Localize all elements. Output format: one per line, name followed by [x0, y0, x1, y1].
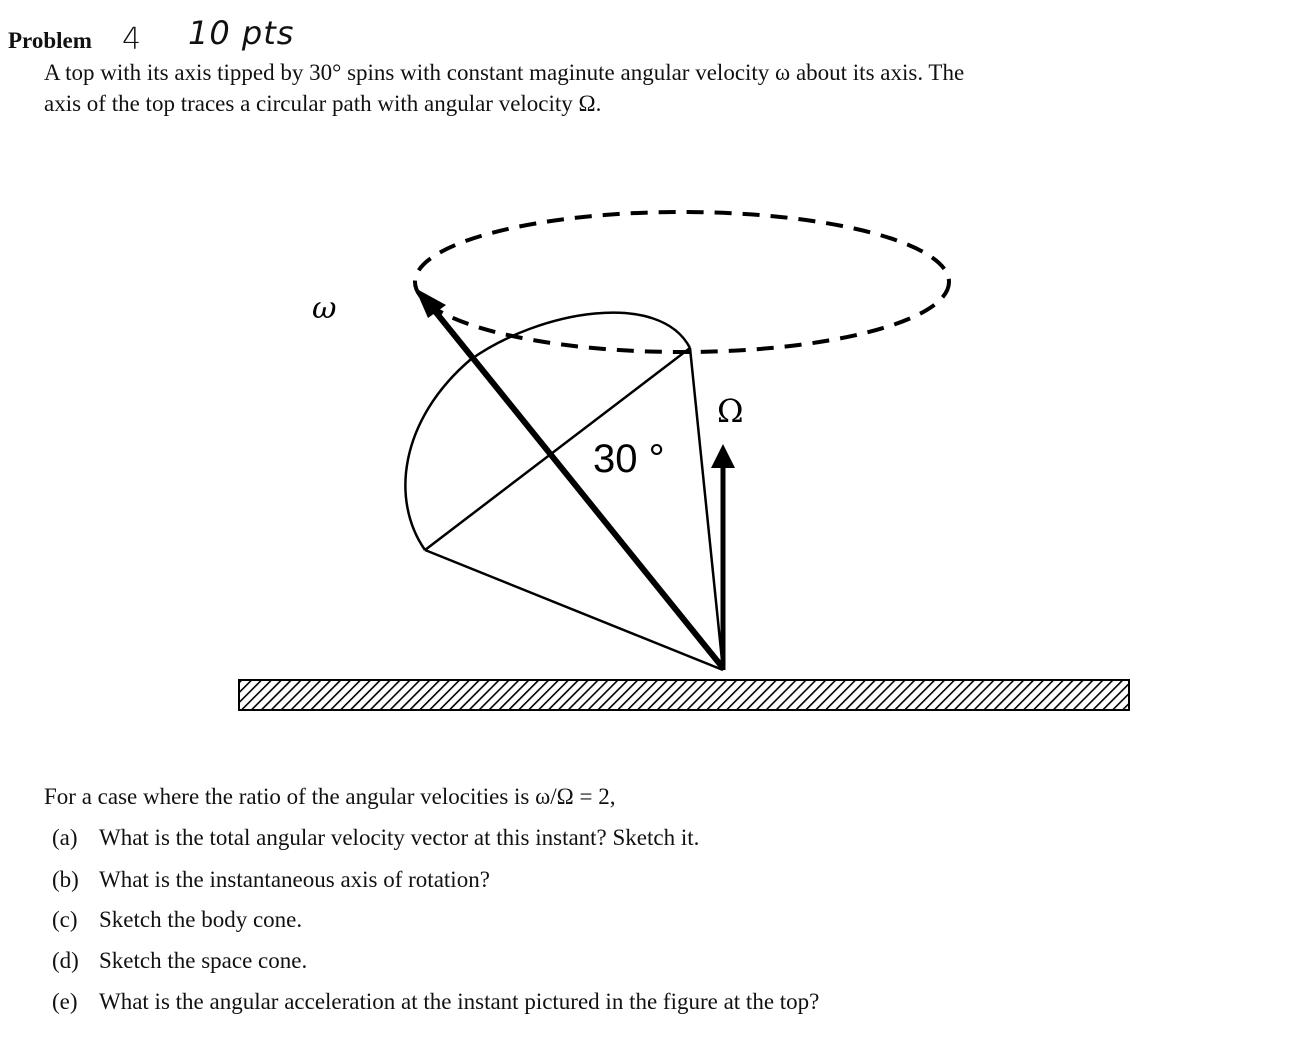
- top-body-arc: [404, 311, 692, 551]
- intro-line-1: A top with its axis tipped by 30° spins …: [44, 60, 965, 85]
- question-text: Sketch the space cone.: [99, 948, 308, 973]
- question-label: (b): [52, 867, 79, 892]
- intro-line-2: axis of the top traces a circular path w…: [44, 91, 602, 116]
- handwritten-problem-number: 4: [122, 22, 142, 57]
- handwritten-points: 10 pts: [188, 14, 295, 52]
- angle-label: 30 °: [593, 437, 665, 481]
- omega-axis-arrow: [427, 303, 726, 670]
- ground-surface: [238, 679, 1130, 711]
- top-edge-line-1: [424, 548, 724, 672]
- question-text: What is the instantaneous axis of rotati…: [99, 867, 490, 892]
- question-label: (c): [52, 907, 78, 932]
- ratio-statement: For a case where the ratio of the angula…: [44, 784, 616, 809]
- spinning-top-figure: ω Ω 30 °: [238, 210, 1130, 711]
- question-label: (e): [52, 989, 78, 1014]
- question-e: (e) What is the angular acceleration at t…: [52, 989, 819, 1015]
- omega-arrowhead: [415, 288, 446, 318]
- question-c: (c) Sketch the body cone.: [52, 907, 302, 933]
- top-edge-line-2: [424, 347, 691, 551]
- question-text: What is the total angular velocity vecto…: [99, 825, 700, 850]
- omega-label: ω: [312, 291, 336, 326]
- Omega-arrowhead: [711, 444, 735, 468]
- question-text: Sketch the body cone.: [99, 907, 303, 932]
- precession-path-ellipse: [413, 210, 951, 354]
- problem-heading: Problem: [8, 28, 92, 53]
- question-text: What is the angular acceleration at the …: [99, 989, 820, 1014]
- Omega-label: Ω: [717, 392, 744, 430]
- question-label: (a): [52, 825, 78, 850]
- question-d: (d) Sketch the space cone.: [52, 948, 307, 974]
- question-a: (a) What is the total angular velocity ve…: [52, 825, 699, 851]
- question-label: (d): [52, 948, 79, 973]
- top-edge-line-3: [688, 347, 725, 671]
- question-b: (b) What is the instantaneous axis of rot…: [52, 867, 490, 893]
